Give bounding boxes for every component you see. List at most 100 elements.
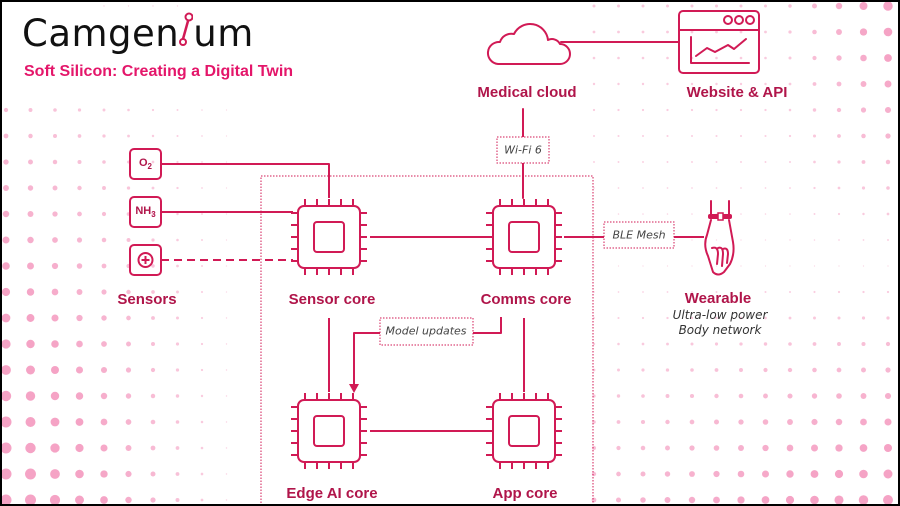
background-dot — [100, 444, 108, 452]
background-dot — [75, 418, 84, 426]
background-dot — [713, 496, 720, 504]
background-dot — [151, 134, 155, 138]
background-dot — [812, 342, 817, 346]
soc-boundary — [260, 175, 594, 504]
background-dot — [225, 473, 228, 475]
background-dot — [715, 4, 718, 8]
background-dot — [2, 390, 12, 402]
background-dot — [715, 30, 718, 34]
background-dot — [812, 82, 817, 86]
background-dot — [100, 418, 108, 426]
ble-mesh-label: BLE Mesh — [612, 228, 666, 242]
background-dot — [715, 291, 718, 293]
background-dot — [666, 342, 669, 346]
background-dot — [617, 291, 620, 293]
background-dot — [713, 470, 720, 478]
background-dot — [617, 316, 620, 320]
background-dot — [593, 187, 595, 189]
sensor-core-chip-icon — [291, 199, 367, 275]
background-dot — [151, 290, 155, 294]
background-dot — [690, 4, 694, 8]
background-dot — [127, 134, 130, 138]
background-dot — [739, 342, 743, 346]
background-dot — [176, 290, 179, 294]
background-dot — [176, 5, 179, 7]
background-dot — [127, 5, 130, 7]
background-dot — [225, 265, 228, 267]
background-dot — [50, 417, 60, 427]
background-dot — [666, 108, 669, 112]
browser-chart-icon — [678, 10, 760, 74]
background-dot — [150, 445, 156, 451]
background-dot — [641, 30, 645, 34]
background-dot — [101, 211, 107, 217]
background-dot — [666, 161, 669, 163]
background-dot — [25, 468, 36, 480]
background-dot — [786, 470, 794, 478]
background-dot — [200, 472, 204, 476]
background-dot — [2, 442, 12, 454]
background-dot — [151, 316, 155, 320]
background-dot — [617, 108, 620, 112]
background-dot — [25, 494, 36, 504]
background-dot — [176, 264, 179, 268]
background-dot — [666, 213, 669, 215]
background-dot — [885, 367, 891, 373]
background-dot — [764, 82, 767, 86]
nh3-subscript: 3 — [151, 210, 156, 220]
background-dot — [102, 160, 106, 164]
background-dot — [225, 317, 228, 319]
background-dot — [52, 185, 58, 191]
background-dot — [76, 314, 83, 322]
background-dot — [835, 2, 843, 10]
plus-circle-icon — [137, 252, 154, 268]
background-dot — [101, 341, 107, 347]
background-dot — [641, 394, 645, 398]
background-dot — [617, 187, 620, 189]
background-dot — [152, 5, 154, 7]
background-dot — [885, 341, 891, 347]
background-dot — [225, 447, 228, 449]
background-dot — [151, 160, 155, 164]
model-updates-label: Model updates — [385, 324, 467, 338]
background-dot — [836, 29, 842, 35]
background-dot — [75, 392, 84, 400]
background-dot — [666, 134, 669, 138]
background-dot — [642, 213, 644, 215]
comms-core-chip-icon — [486, 199, 562, 275]
background-dot — [200, 342, 204, 346]
background-dot — [860, 418, 867, 426]
background-dot — [100, 392, 108, 400]
background-dot — [100, 366, 108, 374]
background-dot — [740, 161, 742, 163]
background-dot — [2, 339, 11, 349]
background-dot — [837, 212, 841, 216]
background-dot — [617, 213, 620, 215]
background-dot — [740, 265, 742, 267]
background-dot — [26, 288, 35, 296]
background-dot — [100, 496, 108, 504]
background-dot — [616, 471, 621, 477]
background-dot — [764, 56, 767, 60]
background-dot — [885, 159, 891, 165]
background-dot — [125, 393, 132, 399]
o2-subscript: 2 — [147, 162, 153, 172]
background-dot — [617, 161, 620, 163]
background-dot — [764, 187, 767, 189]
background-dot — [788, 316, 792, 320]
background-dot — [150, 367, 156, 373]
background-dot — [50, 391, 60, 401]
background-dot — [25, 391, 36, 401]
background-dot — [616, 445, 621, 451]
background-dot — [25, 417, 36, 427]
background-dot — [51, 262, 59, 270]
background-dot — [789, 213, 791, 215]
background-dot — [125, 470, 132, 478]
background-dot — [125, 496, 132, 504]
background-dot — [225, 187, 228, 189]
background-dot — [861, 160, 866, 164]
background-dot — [102, 186, 106, 190]
background-dot — [690, 30, 694, 34]
background-dot — [77, 108, 82, 112]
background-dot — [739, 30, 743, 34]
